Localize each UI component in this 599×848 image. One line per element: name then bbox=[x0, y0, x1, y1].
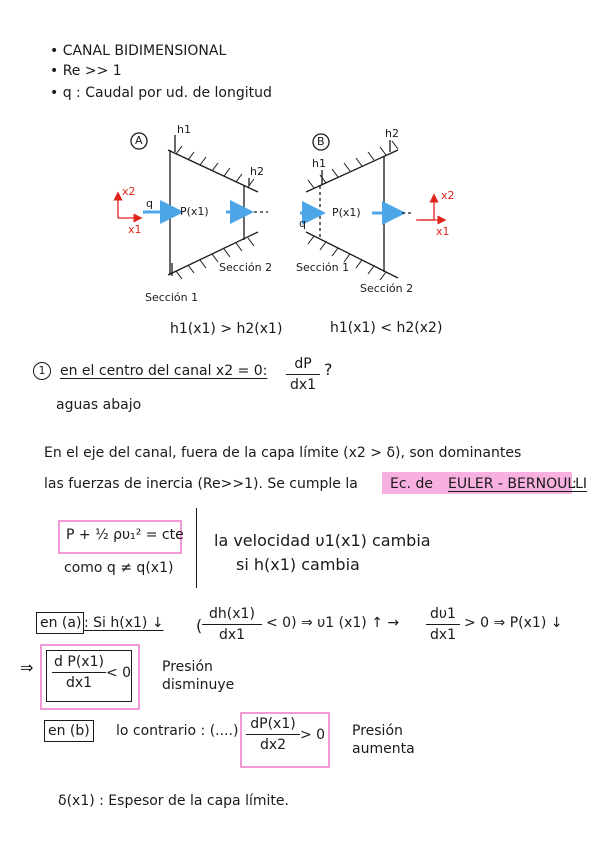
case-a-res-den: dx1 bbox=[65, 675, 93, 691]
case-a-impl: ⇒ bbox=[20, 658, 34, 677]
diagram-a-x1: x1 bbox=[128, 223, 142, 236]
diagram-a-pressure: P(x1) bbox=[180, 205, 209, 218]
para-line2d: : bbox=[572, 476, 577, 492]
para-line2a: las fuerzas de inercia (Re>>1). Se cumpl… bbox=[44, 476, 358, 492]
diagram-a bbox=[113, 132, 268, 280]
case-b-res-num: dP(x1) bbox=[250, 716, 296, 732]
case-a-res-text1: Presión bbox=[162, 659, 213, 675]
question-fraction: dP dx1 bbox=[286, 356, 320, 393]
diagram-b-h2: h2 bbox=[385, 127, 399, 140]
case-a-tag-box bbox=[36, 612, 84, 634]
case-a-res-text2: disminuye bbox=[162, 677, 235, 693]
bullet-caudal: • q : Caudal por ud. de longitud bbox=[50, 85, 272, 101]
diagram-b-x1: x1 bbox=[436, 225, 450, 238]
diagram-a-section1: Sección 1 bbox=[145, 291, 199, 304]
case-b-result-box bbox=[240, 712, 330, 768]
bullet-canal: • CANAL BIDIMENSIONAL bbox=[50, 43, 227, 59]
diagram-b-pressure: P(x1) bbox=[332, 206, 361, 219]
diagram-a-relation: h1(x1) > h2(x1) bbox=[170, 321, 283, 337]
diagram-b-label: B bbox=[317, 135, 325, 148]
diagram-a-section2: Sección 2 bbox=[219, 261, 273, 274]
case-a-text: : Si h(x1) ↓ bbox=[84, 615, 164, 631]
divider bbox=[196, 508, 198, 588]
question-sub: aguas abajo bbox=[56, 397, 142, 413]
case-a-paren: ( bbox=[196, 616, 203, 635]
case-a-after2: > 0 ⇒ P(x1) ↓ bbox=[464, 615, 563, 631]
case-b-tag: en (b) bbox=[48, 723, 90, 739]
case-b-text: lo contrario : (....) bbox=[116, 723, 239, 739]
case-a-result-inner bbox=[46, 650, 132, 702]
bernoulli-eq: P + ½ ρυ₁² = cte bbox=[66, 527, 184, 543]
bernoulli-box bbox=[58, 520, 182, 554]
question-number: 1 bbox=[33, 362, 51, 380]
case-a-frac-num: dh(x1) bbox=[209, 606, 255, 622]
question-mark: ? bbox=[324, 360, 333, 379]
case-a-after: < 0) ⇒ υ1 (x1) ↑ → bbox=[266, 615, 400, 631]
para-line2c: EULER - BERNOULLI bbox=[448, 476, 588, 492]
diagram-a-h2: h2 bbox=[250, 165, 264, 178]
diagram-a-q: q bbox=[146, 197, 153, 210]
case-b-res-text2: aumenta bbox=[352, 741, 415, 757]
case-a-frac2: dυ1 dx1 bbox=[426, 606, 460, 643]
case-a-frac2-den: dx1 bbox=[429, 627, 457, 643]
case-a-frac2-num: dυ1 bbox=[430, 606, 456, 622]
diagram-b-section1: Sección 1 bbox=[296, 261, 350, 274]
case-b-res-rel: > 0 bbox=[300, 727, 326, 743]
diagram-a-label: A bbox=[135, 134, 143, 147]
bullet-reynolds: • Re >> 1 bbox=[50, 63, 122, 79]
diagram-b-section2: Sección 2 bbox=[360, 282, 414, 295]
case-a-res-num: d P(x1) bbox=[54, 654, 104, 670]
case-a-result-box bbox=[40, 644, 140, 710]
case-a-frac: dh(x1) dx1 bbox=[202, 606, 262, 643]
question-frac-den: dx1 bbox=[289, 377, 317, 393]
diagram-b-h1: h1 bbox=[312, 157, 326, 170]
case-a-tag: en (a) bbox=[40, 615, 82, 631]
case-b-tag-box bbox=[44, 720, 94, 742]
diagram-b-q: q bbox=[299, 217, 306, 230]
case-a-res-rel: < 0 bbox=[106, 665, 132, 681]
case-a-frac-den: dx1 bbox=[218, 627, 246, 643]
case-b-res-den: dx2 bbox=[259, 737, 287, 753]
para-line1: En el eje del canal, fuera de la capa lí… bbox=[44, 445, 522, 461]
case-b-res-text1: Presión bbox=[352, 723, 403, 739]
diagram-b-relation: h1(x1) < h2(x2) bbox=[330, 320, 443, 336]
question-frac-num: dP bbox=[294, 356, 312, 372]
diagram-b bbox=[300, 133, 447, 281]
footer-delta: δ(x1) : Espesor de la capa límite. bbox=[58, 793, 289, 809]
diagram-a-h1: h1 bbox=[177, 123, 191, 136]
question-text: en el centro del canal x2 = 0: bbox=[60, 363, 268, 379]
highlight-euler bbox=[382, 472, 572, 494]
para-line2b: Ec. de bbox=[390, 476, 433, 492]
bernoulli-cond: como q ≠ q(x1) bbox=[64, 560, 174, 576]
bernoulli-vel1: la velocidad υ1(x1) cambia bbox=[214, 531, 431, 550]
case-b-result-frac: dP(x1) dx2 bbox=[246, 716, 300, 753]
bernoulli-vel2: si h(x1) cambia bbox=[236, 555, 360, 574]
diagram-b-x2: x2 bbox=[441, 189, 455, 202]
diagram-a-x2: x2 bbox=[122, 185, 136, 198]
case-a-result-frac: d P(x1) dx1 bbox=[52, 654, 106, 691]
